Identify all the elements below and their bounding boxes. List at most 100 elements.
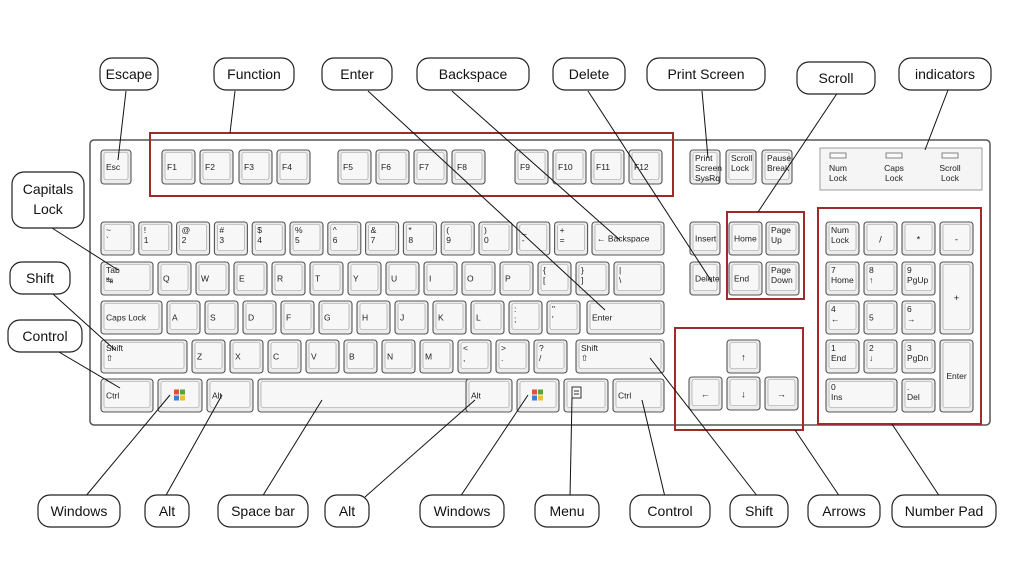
- key-t[interactable]: T: [309, 261, 344, 296]
- key-quote[interactable]: "': [546, 300, 581, 335]
- key-rshift[interactable]: Shift⇧: [575, 339, 665, 374]
- key-tilde[interactable]: ~`: [100, 221, 135, 256]
- key-j[interactable]: J: [394, 300, 429, 335]
- key-s[interactable]: S: [204, 300, 239, 335]
- key-k2[interactable]: @2: [176, 221, 211, 256]
- key-plus[interactable]: +=: [554, 221, 589, 256]
- key-rbr[interactable]: }]: [575, 261, 610, 296]
- key-menu[interactable]: [563, 378, 609, 413]
- key-space[interactable]: [257, 378, 481, 413]
- key-k7[interactable]: &7: [365, 221, 400, 256]
- key-l[interactable]: L: [470, 300, 505, 335]
- key-f8[interactable]: F8: [451, 149, 486, 185]
- key-period[interactable]: >.: [495, 339, 530, 374]
- key-lbr[interactable]: {[: [537, 261, 572, 296]
- key-k8[interactable]: *8: [402, 221, 437, 256]
- key-u[interactable]: U: [385, 261, 420, 296]
- key-n[interactable]: N: [381, 339, 416, 374]
- key-down[interactable]: ↓: [726, 376, 761, 411]
- key-home[interactable]: Home: [728, 221, 763, 256]
- key-k3[interactable]: #3: [213, 221, 248, 256]
- key-ralt[interactable]: Alt: [465, 378, 513, 413]
- key-enter[interactable]: Enter: [586, 300, 665, 335]
- key-f[interactable]: F: [280, 300, 315, 335]
- key-v[interactable]: V: [305, 339, 340, 374]
- key-f4[interactable]: F4: [276, 149, 311, 185]
- key-lctrl[interactable]: Ctrl: [100, 378, 154, 413]
- key-e[interactable]: E: [233, 261, 268, 296]
- key-f5[interactable]: F5: [337, 149, 372, 185]
- key-q[interactable]: Q: [157, 261, 192, 296]
- key-nadd[interactable]: +: [939, 261, 974, 335]
- key-f2[interactable]: F2: [199, 149, 234, 185]
- key-up[interactable]: ↑: [726, 339, 761, 374]
- key-h[interactable]: H: [356, 300, 391, 335]
- key-nent[interactable]: Enter: [939, 339, 974, 413]
- key-f10[interactable]: F10: [552, 149, 587, 185]
- key-n5[interactable]: 5: [863, 300, 898, 335]
- key-f9[interactable]: F9: [514, 149, 549, 185]
- key-rctrl[interactable]: Ctrl: [612, 378, 665, 413]
- key-o[interactable]: O: [461, 261, 496, 296]
- key-p[interactable]: P: [499, 261, 534, 296]
- key-w[interactable]: W: [195, 261, 230, 296]
- key-f12[interactable]: F12: [628, 149, 663, 185]
- key-tab[interactable]: Tab↹: [100, 261, 154, 296]
- key-f3[interactable]: F3: [238, 149, 273, 185]
- key-comma[interactable]: <,: [457, 339, 492, 374]
- key-f7[interactable]: F7: [413, 149, 448, 185]
- key-m[interactable]: M: [419, 339, 454, 374]
- key-f1[interactable]: F1: [161, 149, 196, 185]
- key-esc[interactable]: Esc: [100, 149, 132, 185]
- key-ndot[interactable]: .Del: [901, 378, 936, 413]
- key-semi[interactable]: :;: [508, 300, 543, 335]
- key-end[interactable]: End: [728, 261, 763, 296]
- key-y[interactable]: Y: [347, 261, 382, 296]
- key-lwin[interactable]: [157, 378, 203, 413]
- key-bsl[interactable]: |\: [613, 261, 665, 296]
- key-k6[interactable]: ^6: [327, 221, 362, 256]
- key-del[interactable]: Delete: [689, 261, 721, 296]
- key-f6[interactable]: F6: [375, 149, 410, 185]
- key-k4[interactable]: $4: [251, 221, 286, 256]
- key-i[interactable]: I: [423, 261, 458, 296]
- key-lalt[interactable]: Alt: [206, 378, 254, 413]
- key-c[interactable]: C: [267, 339, 302, 374]
- key-k5[interactable]: %5: [289, 221, 324, 256]
- key-k[interactable]: K: [432, 300, 467, 335]
- key-z[interactable]: Z: [191, 339, 226, 374]
- key-k0[interactable]: )0: [478, 221, 513, 256]
- key-nsub[interactable]: -: [939, 221, 974, 256]
- key-bksp[interactable]: ← Backspace: [591, 221, 665, 256]
- key-b[interactable]: B: [343, 339, 378, 374]
- key-minus[interactable]: _-: [516, 221, 551, 256]
- key-nmul[interactable]: *: [901, 221, 936, 256]
- key-slash[interactable]: ?/: [533, 339, 568, 374]
- key-lshift[interactable]: Shift⇧: [100, 339, 188, 374]
- key-k9[interactable]: (9: [440, 221, 475, 256]
- key-rwin[interactable]: [516, 378, 560, 413]
- key-left[interactable]: ←: [688, 376, 723, 411]
- key-n8[interactable]: 8↑: [863, 261, 898, 296]
- key-d[interactable]: D: [242, 300, 277, 335]
- key-x[interactable]: X: [229, 339, 264, 374]
- key-n6[interactable]: 6→: [901, 300, 936, 335]
- key-ins[interactable]: Insert: [689, 221, 721, 256]
- key-a[interactable]: A: [166, 300, 201, 335]
- key-n4[interactable]: 4←: [825, 300, 860, 335]
- key-right[interactable]: →: [764, 376, 799, 411]
- key-r[interactable]: R: [271, 261, 306, 296]
- key-ndiv[interactable]: /: [863, 221, 898, 256]
- key-caps[interactable]: Caps Lock: [100, 300, 163, 335]
